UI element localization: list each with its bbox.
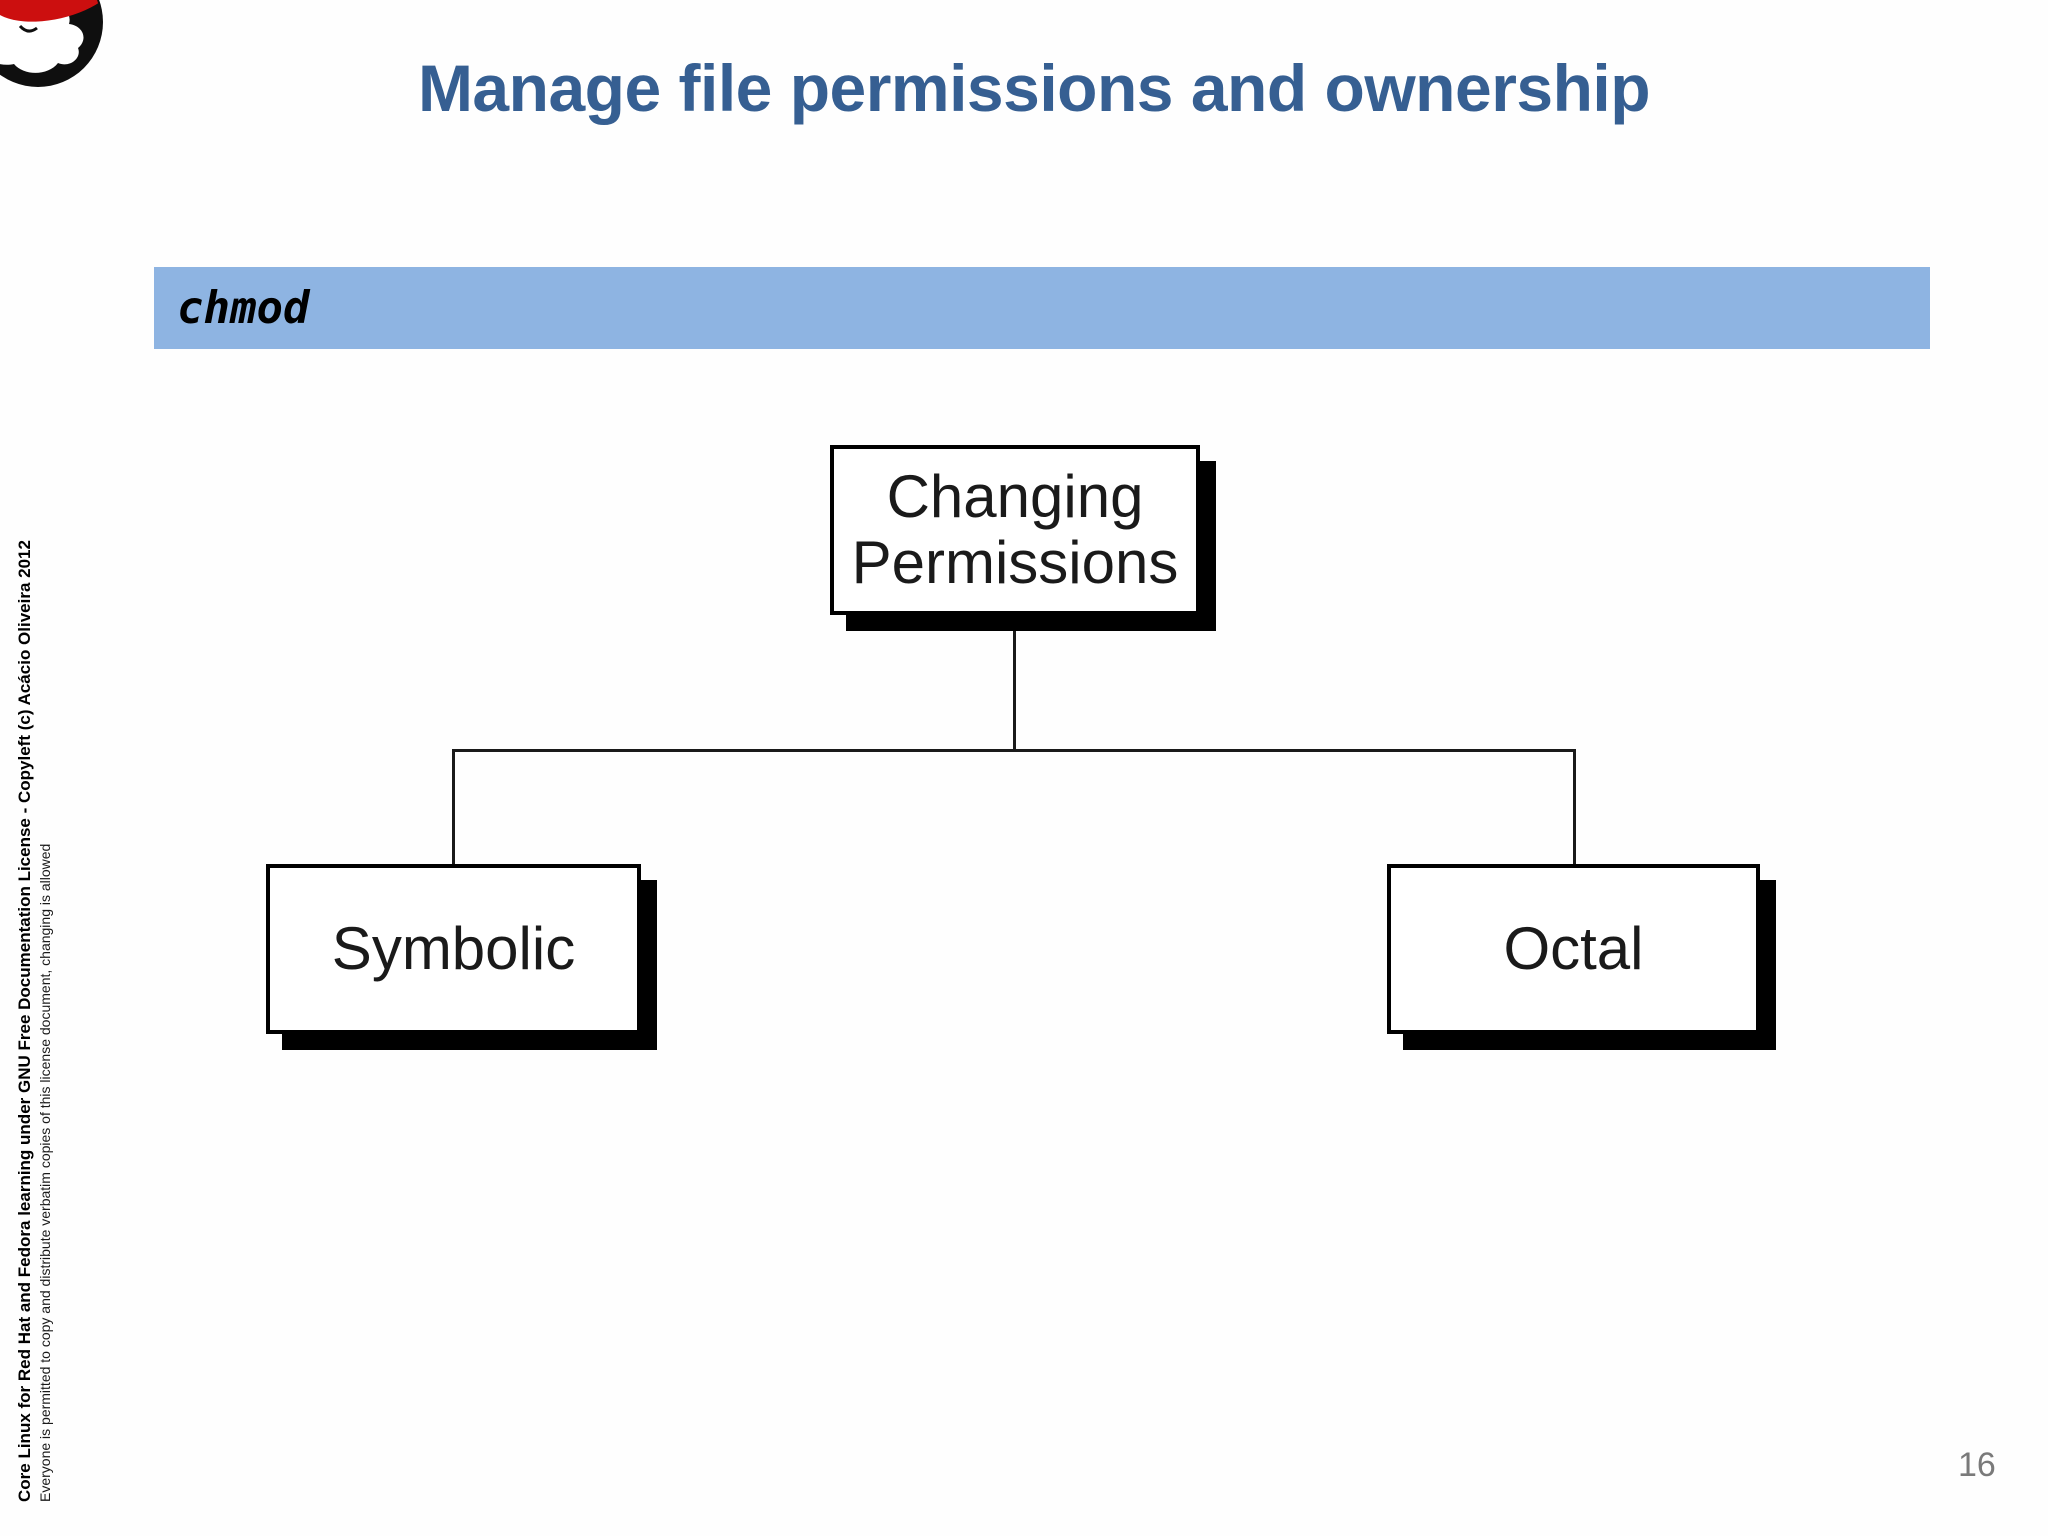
node-symbolic-label: Symbolic <box>331 915 576 982</box>
connector-right-drop <box>1573 749 1576 867</box>
license-line-2: Everyone is permitted to copy and distri… <box>37 843 53 1502</box>
banner-label: chmod <box>177 282 310 334</box>
node-octal-label: Octal <box>1503 915 1644 982</box>
node-changing-permissions-label: Changing Permissions <box>851 463 1179 596</box>
page-number: 16 <box>1958 1446 1996 1484</box>
section-banner: chmod <box>154 267 1930 349</box>
node-symbolic: Symbolic <box>266 864 641 1034</box>
page-title: Manage file permissions and ownership <box>417 51 1651 125</box>
node-changing-permissions: Changing Permissions <box>830 445 1200 615</box>
logo-hat <box>0 0 101 22</box>
connector-root-stem <box>1013 612 1016 751</box>
license-line-1: Core Linux for Red Hat and Fedora learni… <box>15 540 34 1502</box>
redhat-logo-icon <box>0 0 103 87</box>
license-sidebar: Core Linux for Red Hat and Fedora learni… <box>14 540 54 1502</box>
logo-eye-mark <box>18 24 38 33</box>
connector-left-drop <box>452 749 455 867</box>
node-octal: Octal <box>1387 864 1760 1034</box>
connector-horizontal-rail <box>452 749 1576 752</box>
